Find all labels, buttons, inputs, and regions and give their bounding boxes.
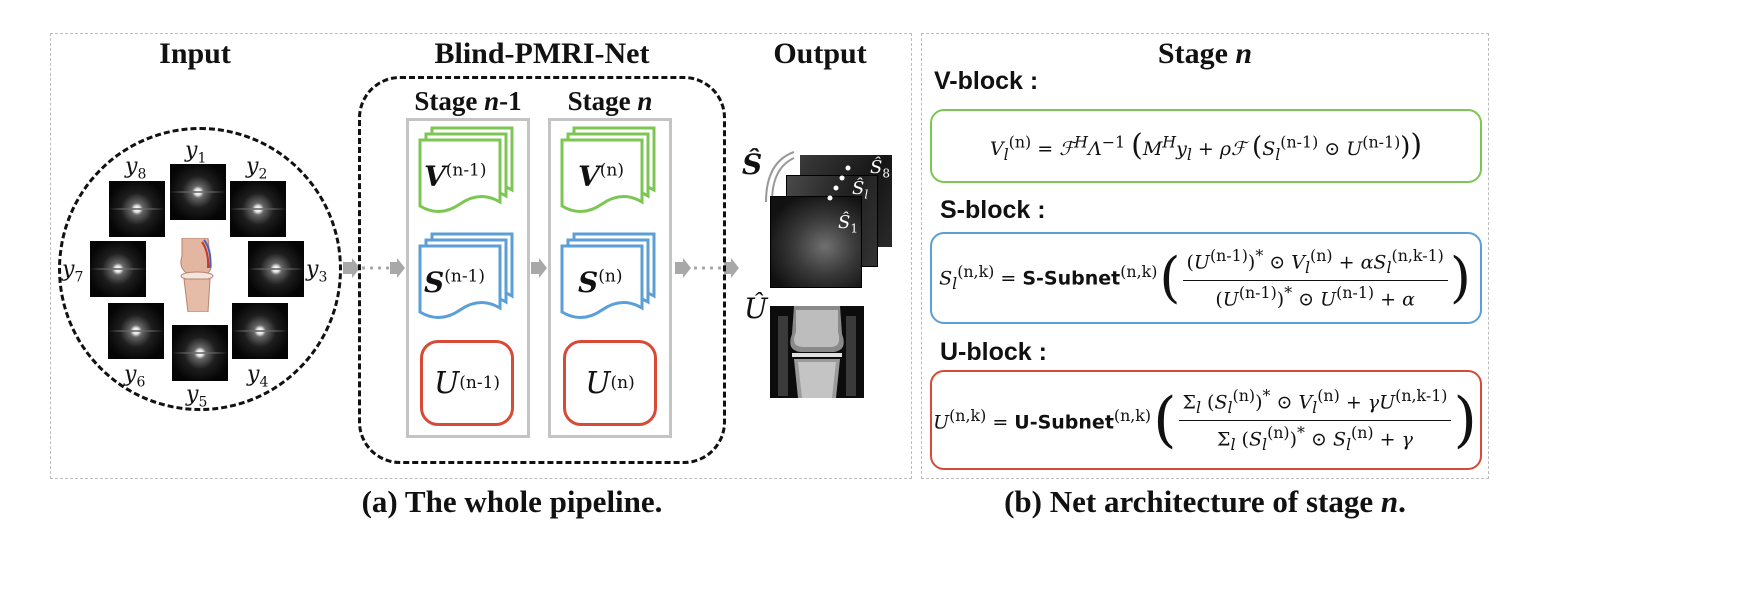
s-block-formula: Sl(n,k) = S-Subnet(n,k) ( (U(n-1))* ⊙ Vl… (930, 232, 1482, 324)
net-container (358, 76, 726, 464)
stage-prev-label: Stage n-1 (414, 86, 522, 116)
coil-label-y6: y6 (124, 362, 146, 391)
output-heading: Output (773, 37, 867, 70)
output-u-label: Û (744, 292, 768, 325)
kspace-y3 (248, 241, 304, 297)
input-coil-circle (58, 127, 342, 411)
arrow-out-2 (724, 258, 739, 278)
s-block-label: S-block : (940, 196, 1046, 224)
kspace-y2 (230, 181, 286, 237)
output-dots (827, 165, 851, 201)
cur-s-label: S(n) (578, 266, 623, 299)
stage-architecture-panel (921, 33, 1489, 479)
kspace-y8 (109, 181, 165, 237)
output-u-image (770, 306, 864, 398)
kspace-y4 (232, 303, 288, 359)
arrow-out-1 (675, 258, 691, 278)
coil-label-y7: y7 (62, 257, 84, 286)
v-block-label: V-block : (934, 67, 1039, 95)
cur-u-block: U(n) (563, 340, 657, 426)
coil-label-y8: y8 (125, 154, 147, 183)
stage-architecture-caption: (b) Net architecture of stage n. (1004, 484, 1406, 519)
output-s8-label: Ŝ8 (870, 157, 890, 181)
stage-cur-column (548, 118, 672, 438)
kspace-y5 (172, 325, 228, 381)
knee-illustration (180, 238, 214, 312)
u-block-formula: U(n,k) = U-Subnet(n,k) ( Σl (Sl(n))* ⊙ V… (930, 370, 1482, 470)
prev-v-label: V(n-1) (424, 160, 487, 193)
pipeline-arrows (343, 258, 739, 278)
prev-s-label: S(n-1) (424, 266, 486, 299)
coil-label-y4: y4 (247, 362, 269, 391)
stage-prev-column (406, 118, 530, 438)
prev-u-block: U(n-1) (420, 340, 514, 426)
output-coil-image-1 (770, 196, 862, 288)
pipeline-panel (50, 33, 912, 479)
stage-n-heading: Stage n (1157, 37, 1253, 70)
stage-cur-label: Stage n (567, 86, 653, 116)
v-block-formula: Vl(n) = ℱHΛ−1 (MHyl + ρℱ (Sl(n-1) ⊙ U(n-… (930, 109, 1482, 183)
pipeline-caption: (a) The whole pipeline. (361, 484, 663, 519)
coil-label-y1: y1 (185, 138, 207, 167)
coil-label-y5: y5 (186, 382, 208, 411)
kspace-y7 (90, 241, 146, 297)
arrow-in-2 (390, 258, 405, 278)
arrow-mid (531, 258, 547, 278)
u-block-label: U-block : (940, 338, 1047, 366)
cur-v-label: V(n) (578, 160, 624, 193)
kspace-y6 (108, 303, 164, 359)
input-heading: Input (159, 37, 231, 70)
kspace-y1 (170, 164, 226, 220)
coil-label-y3: y3 (306, 257, 328, 286)
net-heading: Blind-PMRI-Net (434, 37, 650, 70)
output-sl-label: Ŝl (852, 178, 869, 202)
coil-label-y2: y2 (246, 154, 268, 183)
output-s-label: Ŝ (742, 148, 763, 181)
arrow-in-1 (343, 258, 360, 278)
output-s1-label: Ŝ1 (838, 212, 858, 236)
